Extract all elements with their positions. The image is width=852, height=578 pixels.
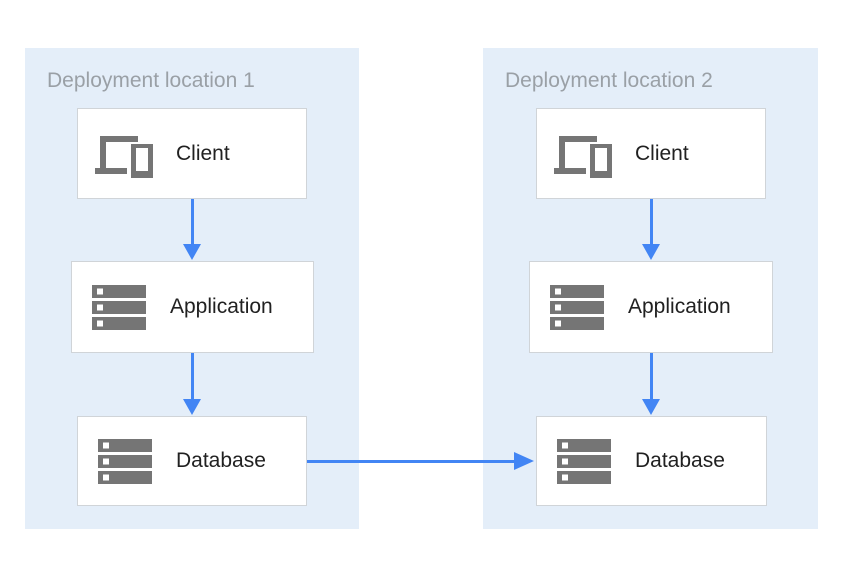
node-database-2: Database [536,416,767,506]
node-label: Application [170,295,273,318]
node-client-2: Client [536,108,766,199]
arrow-shaft [649,199,653,245]
server-stack-icon [551,438,617,484]
panel-title: Deployment location 2 [505,69,713,92]
arrow-client-to-application-2 [642,199,660,260]
arrow-client-to-application-1 [183,199,201,260]
devices-icon [92,130,158,178]
node-label: Client [635,141,689,165]
node-label: Client [176,141,230,165]
node-application-2: Application [529,261,773,353]
server-stack-icon [92,438,158,484]
server-stack-icon [544,284,610,330]
server-stack-icon [86,284,152,330]
arrow-head-down-icon [183,399,201,415]
node-label: Database [176,449,266,472]
arrow-database-1-to-database-2 [307,452,534,470]
arrow-shaft [649,353,653,400]
panel-title: Deployment location 1 [47,69,255,92]
devices-icon [551,130,617,178]
arrow-application-to-database-1 [183,353,201,415]
node-database-1: Database [77,416,307,506]
arrow-head-down-icon [642,399,660,415]
node-label: Database [635,449,725,472]
arrow-head-right-icon [514,452,534,470]
arrow-shaft [190,199,194,245]
arrow-application-to-database-2 [642,353,660,415]
arrow-shaft [190,353,194,400]
node-client-1: Client [77,108,307,199]
arrow-head-down-icon [642,244,660,260]
node-application-1: Application [71,261,314,353]
arrow-shaft [307,459,515,463]
node-label: Application [628,295,731,318]
arrow-head-down-icon [183,244,201,260]
